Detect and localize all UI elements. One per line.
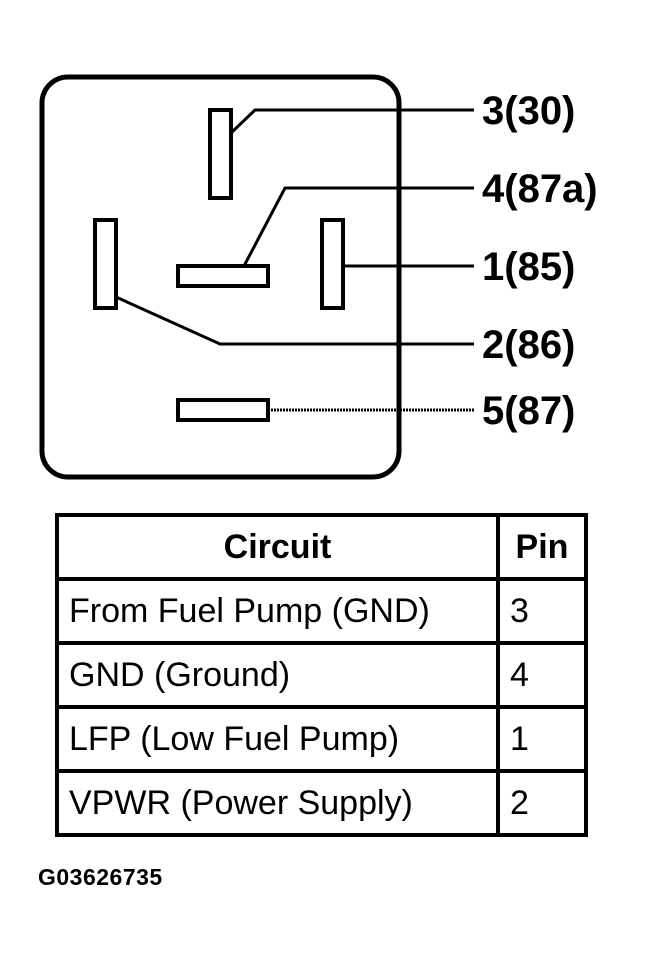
pin-label-2: 2(86) xyxy=(482,323,575,367)
circuit-pin-table: Circuit Pin From Fuel Pump (GND) 3 GND (… xyxy=(55,513,588,837)
terminal-4 xyxy=(176,264,270,288)
pin-cell: 3 xyxy=(496,577,588,645)
leader-line-pin-3 xyxy=(229,108,474,135)
terminal-3 xyxy=(208,108,233,200)
pin-label-3: 3(30) xyxy=(482,89,575,133)
pin-cell: 4 xyxy=(496,641,588,709)
pin-cell: 2 xyxy=(496,769,588,837)
circuit-cell: GND (Ground) xyxy=(55,641,500,709)
pin-label-1: 1(85) xyxy=(482,245,575,289)
circuit-cell: From Fuel Pump (GND) xyxy=(55,577,500,645)
leader-line-pin-2 xyxy=(115,295,474,346)
terminal-5 xyxy=(176,398,270,422)
leader-line-pin-4 xyxy=(242,186,474,267)
column-header-pin: Pin xyxy=(496,513,588,581)
circuit-cell: VPWR (Power Supply) xyxy=(55,769,500,837)
table-row: From Fuel Pump (GND) 3 xyxy=(55,577,588,645)
circuit-cell: LFP (Low Fuel Pump) xyxy=(55,705,500,773)
table-row: VPWR (Power Supply) 2 xyxy=(55,769,588,837)
terminal-2 xyxy=(93,218,118,310)
column-header-circuit: Circuit xyxy=(55,513,500,581)
pin-label-4: 4(87a) xyxy=(482,167,598,211)
relay-pinout-diagram: 3(30) 4(87a) 1(85) 2(86) 5(87) xyxy=(39,74,598,480)
pin-label-5: 5(87) xyxy=(482,389,575,433)
terminal-1 xyxy=(320,218,345,310)
table-row: LFP (Low Fuel Pump) 1 xyxy=(55,705,588,773)
table-header-row: Circuit Pin xyxy=(55,513,588,581)
pin-cell: 1 xyxy=(496,705,588,773)
table-row: GND (Ground) 4 xyxy=(55,641,588,709)
figure-id: G03626735 xyxy=(38,864,163,890)
